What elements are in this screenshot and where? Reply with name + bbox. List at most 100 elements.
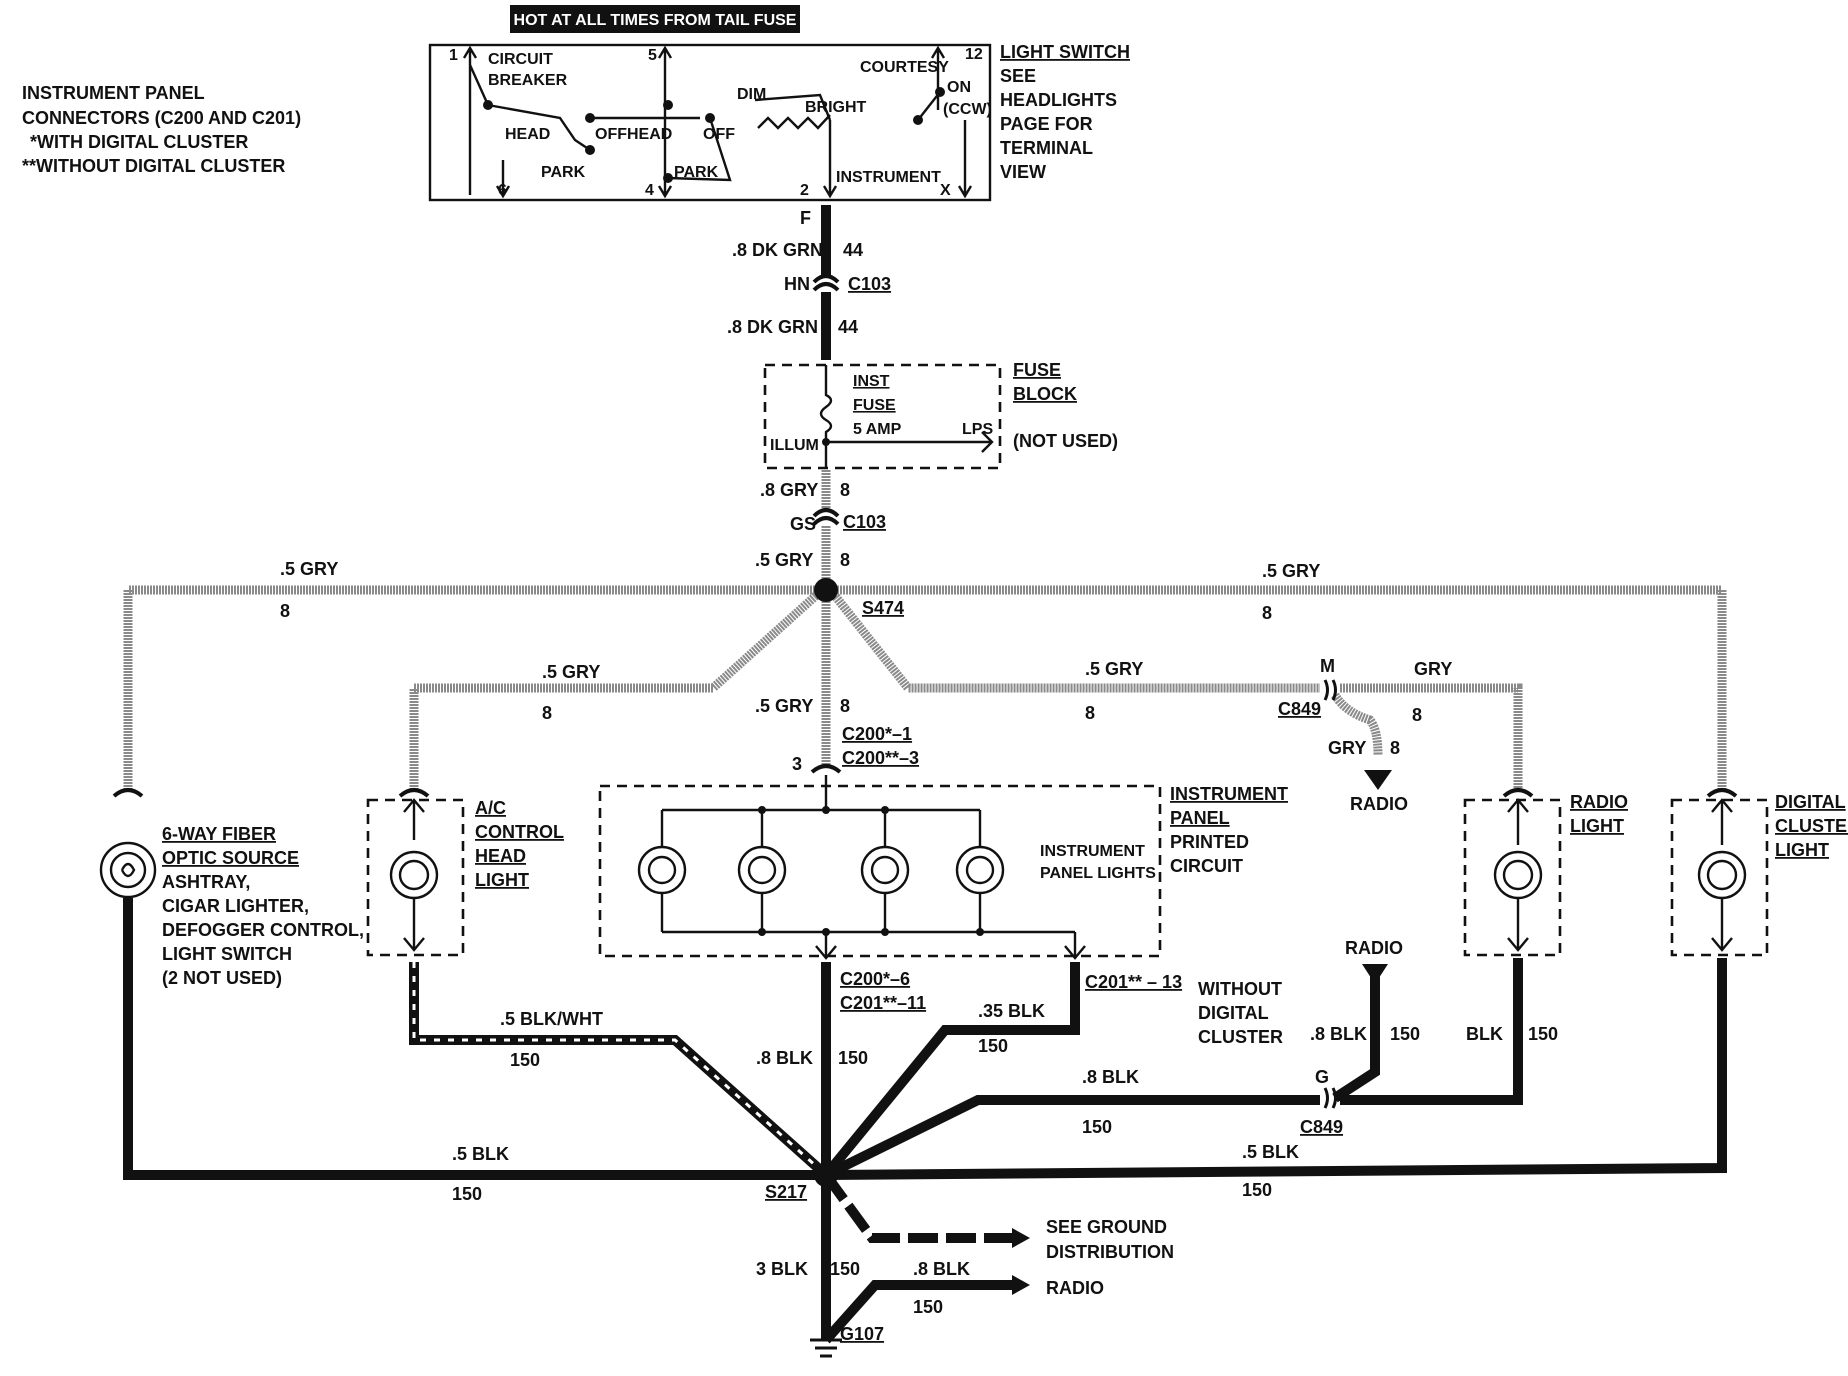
lamp-1 (637, 810, 687, 932)
wire-gry-radio: .5 GRY (1085, 659, 1143, 679)
connector-c200-6: C200*–6 (840, 969, 910, 989)
wire-blk-left: .5 BLK (452, 1144, 509, 1164)
ls-note-2: HEADLIGHTS (1000, 90, 1117, 110)
hot-label-box (510, 5, 800, 33)
ipc-lights-2: PANEL LIGHTS (1040, 865, 1156, 882)
circuit-8-ipc: 8 (840, 696, 850, 716)
wire-dk-grn-2: .8 DK GRN (727, 317, 818, 337)
connector-c201-11: C201**–11 (840, 993, 926, 1013)
pin-2: 2 (800, 182, 809, 199)
ipc-line-1: INSTRUMENT (1170, 784, 1288, 804)
circuit-150-rl: 150 (1528, 1024, 1558, 1044)
fuse-label: FUSE (853, 397, 896, 414)
ls-note-5: VIEW (1000, 162, 1046, 182)
circuit-150-8: 150 (1082, 1117, 1112, 1137)
bright-label: BRIGHT (805, 99, 867, 116)
wire-rl-blk: BLK (1466, 1024, 1503, 1044)
lamp-2 (737, 810, 787, 932)
connector-c103-a: C103 (848, 274, 891, 294)
lps-label: LPS (962, 421, 993, 438)
wire-blk-ipc: .8 BLK (756, 1048, 813, 1068)
fiber-line-5: DEFOGGER CONTROL, (162, 920, 364, 940)
radio-label-end: RADIO (1046, 1278, 1104, 1298)
legend-line-3: *WITH DIGITAL CLUSTER (30, 132, 248, 152)
connector-c849-b: C849 (1300, 1117, 1343, 1137)
park-label: PARK (541, 164, 586, 181)
circuit-44-1: 44 (843, 240, 863, 260)
wire-gry-5: .5 GRY (755, 550, 813, 570)
ls-note-1: SEE (1000, 66, 1036, 86)
wire-gry-ipc: .5 GRY (755, 696, 813, 716)
fiber-line-7: (2 NOT USED) (162, 968, 282, 988)
fiber-line-2: OPTIC SOURCE (162, 848, 299, 868)
connector-c849-a: C849 (1278, 699, 1321, 719)
fiber-line-4: CIGAR LIGHTER, (162, 896, 309, 916)
hot-label: HOT AT ALL TIMES FROM TAIL FUSE (514, 12, 797, 29)
fuse-block-title-1: FUSE (1013, 360, 1061, 380)
wire-blk-right: .5 BLK (1242, 1142, 1299, 1162)
ls-note-4: TERMINAL (1000, 138, 1093, 158)
circuit-150-ac: 150 (510, 1050, 540, 1070)
ac-line-1: A/C (475, 798, 506, 818)
without-2: DIGITAL (1198, 1003, 1269, 1023)
fiber-line-1: 6-WAY FIBER (162, 824, 276, 844)
circuit-8-down: 8 (1390, 738, 1400, 758)
wire-rb-blk: .8 BLK (1310, 1024, 1367, 1044)
circuit-8-left: 8 (280, 601, 290, 621)
pin-m: M (1320, 656, 1335, 676)
fiber-line-3: ASHTRAY, (162, 872, 250, 892)
connector-c200-1: C200*–1 (842, 724, 912, 744)
circuit-8-b: 8 (840, 550, 850, 570)
pin-gs: GS (790, 514, 816, 534)
breaker-label: BREAKER (488, 72, 568, 89)
wire-gry-left: .5 GRY (280, 559, 338, 579)
ipc-line-4: CIRCUIT (1170, 856, 1243, 876)
digital-cluster-light: DIGITAL CLUSTER LIGHT (1670, 788, 1848, 957)
ac-line-2: CONTROL (475, 822, 564, 842)
legend-line-2: CONNECTORS (C200 AND C201) (22, 108, 301, 128)
radio-light-1: RADIO (1570, 792, 1628, 812)
head-label: HEAD (505, 126, 550, 143)
instrument-panel-printed-circuit: INSTRUMENT PANEL LIGHTS INSTRUMENT PANEL… (598, 764, 1288, 960)
circuit-44-2: 44 (838, 317, 858, 337)
dk-grn-wire: F .8 DK GRN 44 HN C103 .8 DK GRN 44 (727, 205, 891, 360)
dim-label: DIM (737, 86, 766, 103)
pin-f: F (800, 208, 811, 228)
fuse-block-title-2: BLOCK (1013, 384, 1077, 404)
radio-label-top: RADIO (1350, 794, 1408, 814)
ac-line-4: LIGHT (475, 870, 529, 890)
circuit-8-ac: 8 (542, 703, 552, 723)
light-switch-box (428, 43, 992, 202)
connector-c103-b: C103 (843, 512, 886, 532)
not-used-label: (NOT USED) (1013, 431, 1118, 451)
without-3: CLUSTER (1198, 1027, 1283, 1047)
circuit-150-right: 150 (1242, 1180, 1272, 1200)
wire-gry-r: GRY (1414, 659, 1452, 679)
connector-c200-3: C200**–3 (842, 748, 919, 768)
pin-1: 1 (449, 47, 458, 64)
circuit-8-a: 8 (840, 480, 850, 500)
circuit-150-rb: 150 (1390, 1024, 1420, 1044)
pin-5: 5 (648, 47, 657, 64)
circuit-8-radio: 8 (1085, 703, 1095, 723)
digital-2: CLUSTER (1775, 816, 1848, 836)
pin-12: 12 (965, 46, 983, 63)
radio-light-2: LIGHT (1570, 816, 1624, 836)
ac-line-3: HEAD (475, 846, 526, 866)
wire-gry-right: .5 GRY (1262, 561, 1320, 581)
circuit-150-g: 150 (830, 1259, 860, 1279)
ipc-lights-1: INSTRUMENT (1040, 843, 1145, 860)
pin-4: 4 (645, 182, 654, 199)
light-switch-title: LIGHT SWITCH (1000, 42, 1130, 62)
circuit-8-right: 8 (1262, 603, 1272, 623)
see-ground-1: SEE GROUND (1046, 1217, 1167, 1237)
radio-light: RADIO LIGHT (1463, 788, 1628, 957)
pin-g: G (1315, 1067, 1329, 1087)
digital-3: LIGHT (1775, 840, 1829, 860)
ipc-line-3: PRINTED (1170, 832, 1249, 852)
fiber-line-6: LIGHT SWITCH (162, 944, 292, 964)
legend-line-1: INSTRUMENT PANEL (22, 83, 205, 103)
pin-x: X (940, 182, 951, 199)
splice-s217-label: S217 (765, 1182, 807, 1202)
